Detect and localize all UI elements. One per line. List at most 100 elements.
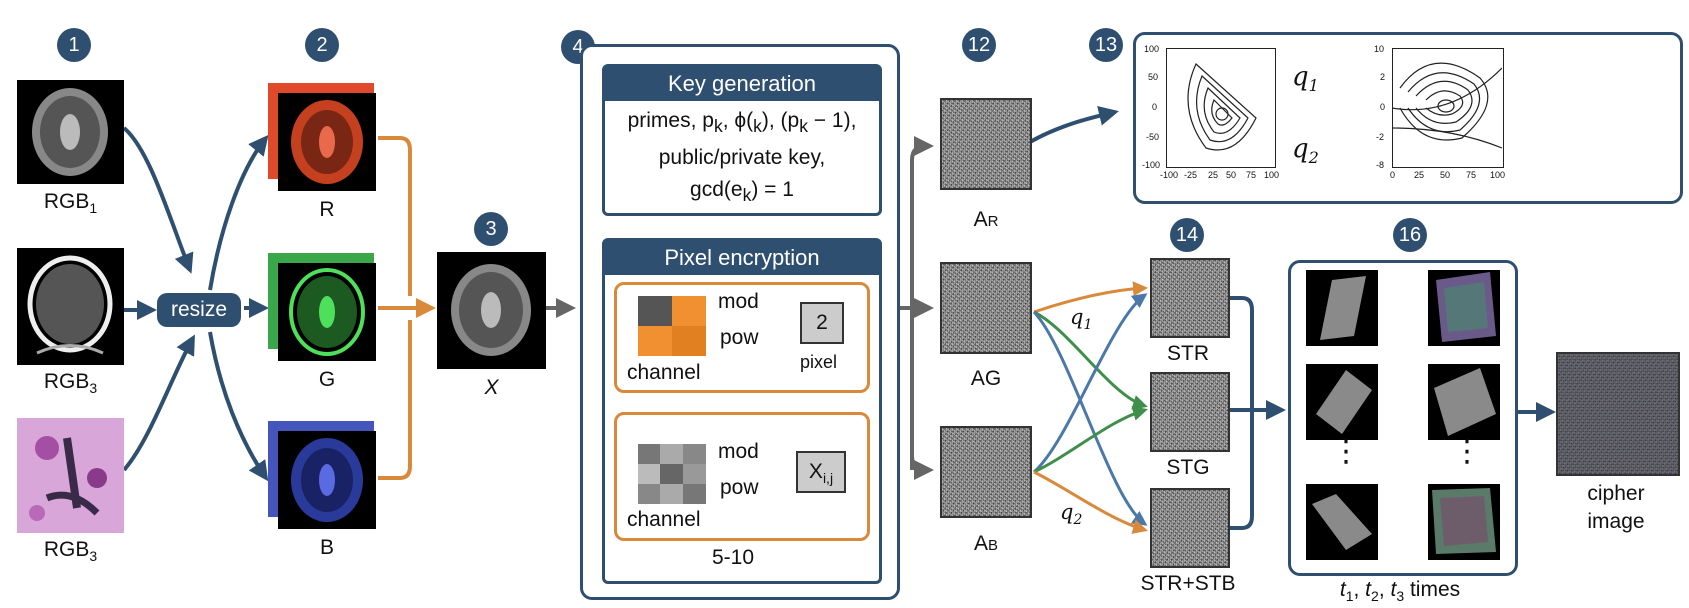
input-label-3: RGB3: [43, 538, 98, 565]
key-gen-line-1: primes, pk, ϕ(k), (pk − 1),: [627, 109, 857, 137]
times-label: t1, t2, t3 times: [1339, 578, 1461, 605]
top-pow-label: pow: [720, 326, 759, 349]
step-badge-14: 14: [1170, 218, 1204, 252]
key-gen-line-3: gcd(ek) = 1: [690, 178, 794, 206]
top-mod-label: mod: [718, 290, 759, 313]
ellipsis-right: ⋮: [1452, 435, 1482, 468]
arrow-ab-strstb-orange: [1033, 470, 1148, 534]
step-badge-16: 16: [1393, 218, 1427, 252]
pixel-encryption-title: Pixel encryption: [605, 241, 879, 275]
key-generation-box: Key generation primes, pk, ϕ(k), (pk − 1…: [602, 64, 882, 216]
rotated-output-1: [1428, 270, 1500, 346]
channel-grid-top: [638, 296, 706, 356]
rotated-input-3: [1306, 484, 1378, 560]
arrow-input3-resize: [122, 334, 195, 472]
q1-label-plot: q1: [1292, 62, 1319, 96]
cipher-image: [1556, 352, 1680, 476]
ag-scrambled-image: [940, 262, 1032, 354]
arrow-ag-str-orange: [1033, 281, 1148, 314]
q1-label-cross: q1: [1070, 305, 1093, 334]
ar-scrambled-image: [940, 98, 1032, 190]
channel-b-image: [278, 431, 376, 529]
arrow-ab-stg-green: [1033, 406, 1148, 474]
arrow-split-ab: [910, 308, 934, 480]
input-mri-image-1: [17, 80, 124, 184]
step-badge-2: 2: [305, 28, 339, 62]
left-xtick-5: 100: [1264, 170, 1280, 180]
input-histology-image: [17, 418, 124, 533]
merged-x-label: X: [484, 376, 499, 399]
left-ytick-3: -50: [1146, 132, 1160, 142]
top-channel-label: channel: [627, 361, 701, 384]
right-xtick-0: 0: [1390, 170, 1396, 180]
step-badge-13: 13: [1089, 28, 1123, 62]
arrow-resize-r: [208, 134, 269, 291]
rotated-output-2: [1428, 364, 1500, 440]
input-label-2: RGB3: [43, 370, 98, 397]
ar-label: AR: [973, 208, 999, 231]
right-ytick-2: 0: [1380, 102, 1386, 112]
left-ytick-1: 50: [1148, 72, 1159, 82]
rotated-input-2: [1306, 364, 1378, 440]
left-xtick-2: 25: [1208, 170, 1219, 180]
top-result-cell: 2: [800, 302, 844, 344]
bottom-mod-label: mod: [718, 440, 759, 463]
cipher-label: cipher image: [1587, 482, 1645, 533]
right-ytick-3: -2: [1376, 132, 1385, 142]
str-image: [1150, 258, 1230, 338]
key-generation-title: Key generation: [605, 67, 879, 101]
rotated-input-1: [1306, 270, 1378, 346]
arrow-ag-strstb-blue: [1032, 310, 1148, 526]
step-badge-1: 1: [57, 28, 91, 62]
ab-scrambled-image: [940, 426, 1032, 518]
str-label: STR: [1167, 342, 1209, 365]
bottom-result-cell: Xi,j: [796, 451, 846, 493]
right-ytick-0: 10: [1374, 44, 1385, 54]
stg-image: [1150, 372, 1230, 452]
bottom-channel-label: channel: [627, 508, 701, 531]
right-ytick-1: 2: [1380, 72, 1386, 82]
left-xtick-1: -25: [1184, 170, 1198, 180]
arrow-ab-str-blue: [1033, 293, 1148, 474]
left-ytick-4: -100: [1142, 160, 1161, 170]
q2-label-plot: q2: [1292, 134, 1319, 168]
ab-label: AB: [973, 532, 999, 555]
merged-x-image: [437, 252, 546, 369]
left-xtick-3: 50: [1226, 170, 1237, 180]
strstb-image: [1150, 488, 1230, 568]
channel-r-label: R: [319, 198, 335, 221]
right-xtick-2: 50: [1440, 170, 1451, 180]
step-badge-12: 12: [962, 28, 996, 62]
arrow-ag-stg-green: [1033, 310, 1148, 410]
rotated-output-3: [1428, 484, 1500, 560]
channel-grid-bottom: [638, 444, 706, 504]
ellipsis-left: ⋮: [1331, 435, 1361, 468]
attractor-plot-left: 100 50 0 -50 -100 -100 -25 25 50 75 100: [1142, 44, 1294, 184]
channel-r-image: [278, 93, 376, 191]
channel-b-label: B: [319, 536, 334, 559]
pixel-label: pixel: [800, 352, 838, 372]
attractor-plot-right: 10 2 0 -2 -8 0 25 50 75 100: [1372, 44, 1520, 184]
left-xtick-4: 75: [1246, 170, 1257, 180]
left-ytick-0: 100: [1144, 44, 1160, 54]
stg-label: STG: [1166, 456, 1210, 479]
channel-g-label: G: [318, 368, 336, 391]
right-xtick-3: 75: [1466, 170, 1477, 180]
resize-step: resize: [157, 293, 241, 327]
right-xtick-4: 100: [1490, 170, 1506, 180]
arrow-b-merge: [378, 320, 412, 480]
arrow-input1-resize: [122, 126, 194, 274]
steps-range-label: 5-10: [712, 546, 755, 569]
arrow-ar-plot: [1029, 106, 1119, 144]
step-badge-3: 3: [474, 212, 508, 246]
input-label-1: RGB1: [43, 190, 98, 217]
left-xtick-0: -100: [1160, 170, 1179, 180]
input-ct-image: [17, 248, 124, 365]
ag-label: AG: [970, 367, 1002, 390]
key-generation-body: primes, pk, ϕ(k), (pk − 1), public/priva…: [605, 101, 879, 211]
q2-label-cross: q2: [1060, 500, 1083, 529]
key-gen-line-2: public/private key,: [658, 146, 826, 170]
arrow-resize-b: [208, 331, 269, 482]
right-ytick-4: -8: [1376, 160, 1385, 170]
